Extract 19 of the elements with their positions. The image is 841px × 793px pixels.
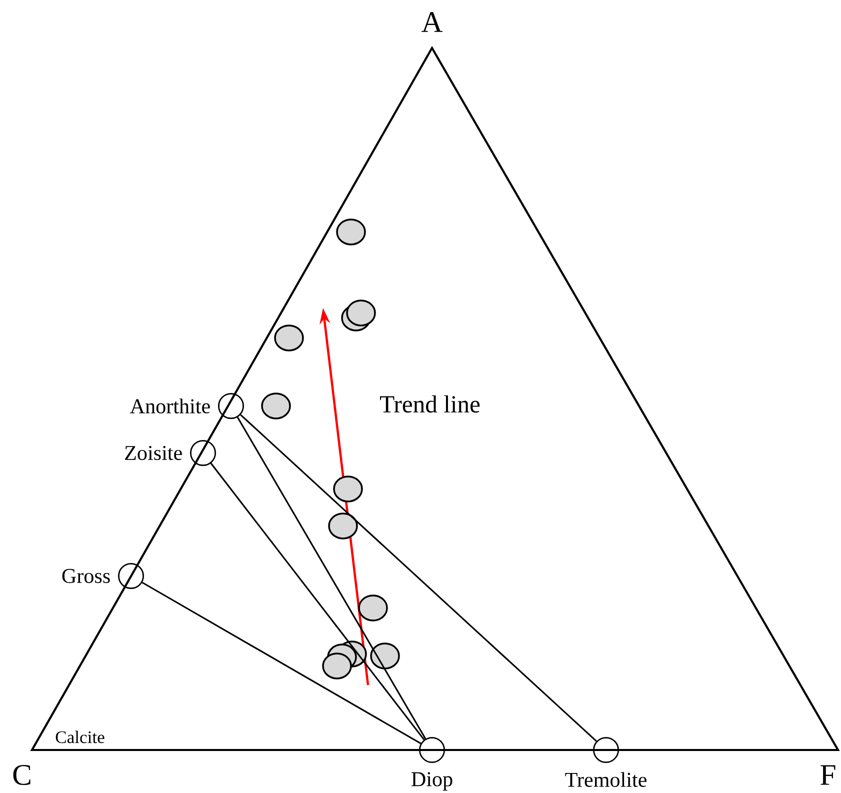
point-marker: [218, 392, 244, 419]
point-marker: [419, 737, 445, 763]
mineral-label: Zoisite: [125, 446, 182, 460]
trend-line-label: Trend line: [380, 395, 480, 413]
point-marker: [593, 737, 619, 763]
mineral-label: Diop: [412, 772, 452, 791]
mineral-label: Gross: [62, 568, 110, 584]
mineral-label: Anorthite: [130, 398, 210, 414]
field-label: Calcite: [56, 730, 104, 744]
mineral-label: Tremolite: [565, 772, 646, 787]
tie-line: [240, 414, 597, 742]
tie-line: [236, 416, 426, 740]
vertex-label: F: [820, 765, 836, 785]
vertex-label: A: [422, 12, 443, 32]
point-marker: [190, 440, 216, 466]
vertex-label: C: [13, 764, 30, 786]
tie-line: [210, 462, 425, 740]
tie-line: [142, 582, 422, 744]
point-marker: [118, 563, 144, 589]
